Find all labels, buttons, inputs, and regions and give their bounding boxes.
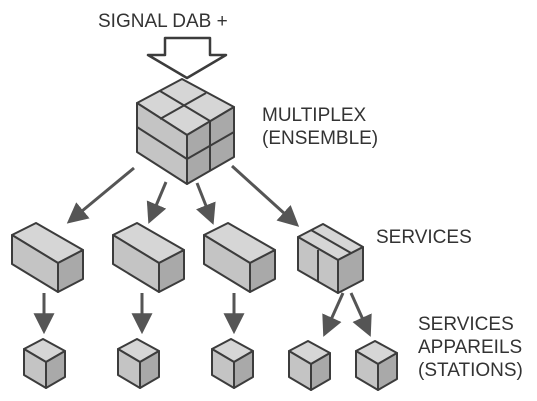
devices-label: SERVICES APPAREILS (STATIONS) [418,314,523,381]
service-block-1 [11,222,84,293]
device-cube-2 [117,338,160,389]
multiplex-to-service-arrows [66,164,300,227]
service-block-2 [112,222,185,293]
service-to-device-arrows [33,292,372,337]
device-cube-4 [288,340,331,391]
device-cube-3 [211,338,254,389]
signal-input-arrow [146,36,228,80]
signal-label: SIGNAL DAB + [98,11,228,32]
services-label: SERVICES [376,227,472,248]
device-cube-1 [23,338,66,389]
device-cube-5 [355,340,398,391]
multiplex-label: MULTIPLEX (ENSEMBLE) [262,105,379,149]
service-block-4 [297,223,364,294]
service-block-3 [203,222,276,293]
multiplex-cube [136,78,235,185]
